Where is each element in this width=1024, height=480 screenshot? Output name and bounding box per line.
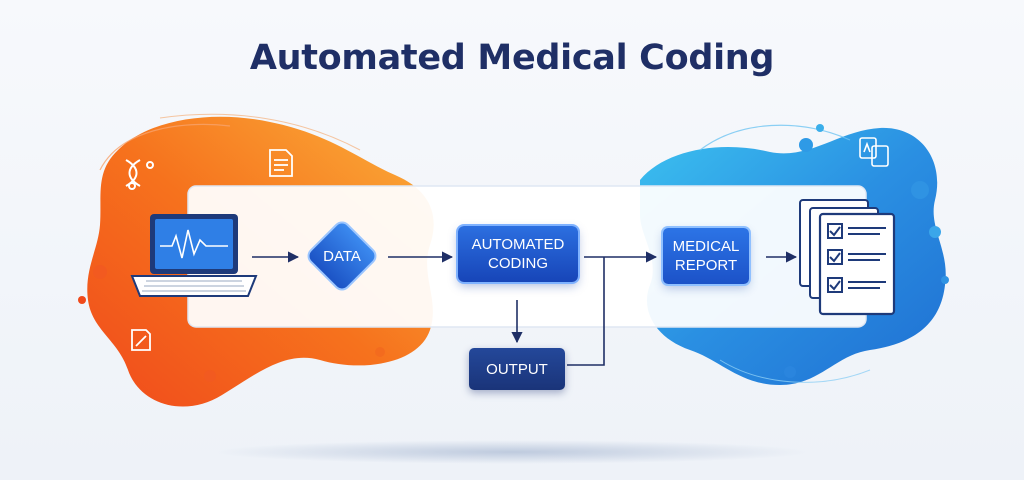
automated-coding-node: AUTOMATED CODING xyxy=(458,226,578,282)
document-icon xyxy=(269,149,293,177)
output-label: OUTPUT xyxy=(486,360,548,378)
output-node: OUTPUT xyxy=(469,348,565,390)
checklist-documents-icon xyxy=(799,199,896,316)
edit-document-icon xyxy=(131,329,151,351)
data-node-shape xyxy=(307,221,377,291)
medical-report-node: MEDICAL REPORT xyxy=(663,228,749,284)
floor-shadow xyxy=(212,440,812,464)
translate-document-icon xyxy=(859,137,889,167)
page-title: Automated Medical Coding xyxy=(249,38,775,78)
laptop-waveform-icon xyxy=(130,214,258,297)
line-output-feedback xyxy=(567,257,605,366)
dna-icon xyxy=(125,159,154,190)
automated-coding-label: AUTOMATED CODING xyxy=(471,236,565,272)
flow-arrows xyxy=(252,251,798,366)
medical-report-label: MEDICAL REPORT xyxy=(672,238,740,274)
data-node-label: DATA xyxy=(323,247,361,265)
